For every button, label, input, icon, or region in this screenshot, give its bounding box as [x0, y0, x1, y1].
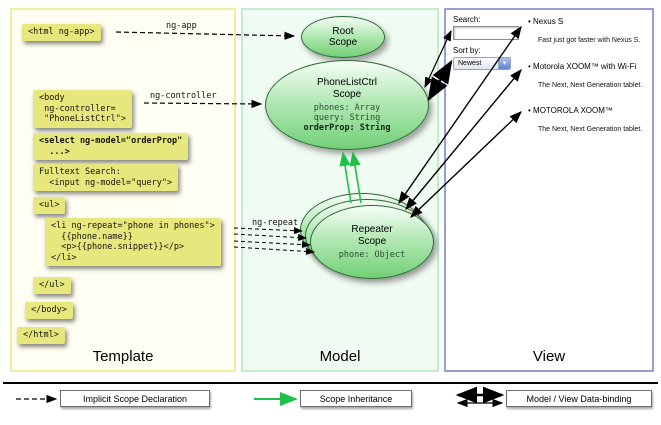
view-item-desc: The Next, Next Generation tablet.: [538, 126, 643, 133]
code-li-ng-repeat: <li ng-repeat="phone in phones"> {{phone…: [45, 218, 221, 266]
ng-app-arrow-label: ng-app: [166, 21, 197, 31]
repeater-scope-ellipse-front: Repeater Scope phone: Object: [310, 205, 434, 279]
view-item-title: MOTOROLA XOOM™: [528, 106, 613, 115]
select-dropdown-icon: ▾: [498, 58, 510, 69]
view-sort-select-value: Newest: [458, 60, 482, 67]
code-ul-close: </ul>: [33, 277, 71, 294]
view-search-label: Search:: [453, 15, 481, 24]
legend-model-view-data-binding: Model / View Data-binding: [506, 390, 652, 407]
repeater-scope-title: Repeater Scope: [351, 224, 393, 247]
code-body-ng-controller: <body ng-controller= "PhoneListCtrl">: [33, 90, 132, 128]
view-item-desc: The Next, Next Generation tablet.: [538, 82, 643, 89]
model-column-label: Model: [319, 348, 361, 365]
view-search-input: [453, 26, 519, 40]
root-scope-ellipse: Root Scope: [301, 16, 385, 58]
code-body-close: </body>: [25, 302, 73, 319]
code-select-ng-model: <select ng-model="orderProp" ...>: [33, 133, 189, 160]
code-html-close: </html>: [17, 327, 65, 344]
ng-controller-arrow-label: ng-controller: [150, 91, 217, 101]
legend-scope-inheritance: Scope Inheritance: [300, 390, 412, 407]
view-item-title: Motorola XOOM™ with Wi-Fi: [528, 62, 636, 71]
ng-repeat-arrow-label: ng-repeat: [252, 218, 299, 228]
code-fulltext-search: Fulltext Search: <input ng-model="query"…: [33, 164, 179, 191]
repeater-scope-prop: phone: Object: [338, 250, 406, 260]
phonelistctrl-scope-orderprop: orderProp: String: [303, 123, 391, 133]
code-ul-open: <ul>: [33, 197, 66, 214]
view-sort-label: Sort by:: [453, 46, 481, 55]
legend-implicit-scope-declaration: Implicit Scope Declaration: [60, 390, 210, 407]
root-scope-title: Root Scope: [328, 25, 358, 49]
phonelistctrl-scope-ellipse: PhoneListCtrl Scope phones: Array query:…: [265, 60, 429, 150]
view-column-label: View: [532, 348, 566, 365]
legend-divider: [3, 382, 658, 384]
code-html-ng-app: <html ng-app>: [22, 24, 101, 41]
view-item-title: Nexus S: [528, 17, 563, 26]
phonelistctrl-scope-title: PhoneListCtrl Scope: [316, 77, 378, 100]
view-item-desc: Fast just got faster with Nexus S.: [538, 37, 641, 44]
phonelistctrl-scope-props: phones: Array query: String: [313, 103, 381, 123]
template-column-label: Template: [92, 348, 154, 365]
view-sort-select: Newest ▾: [453, 57, 511, 70]
